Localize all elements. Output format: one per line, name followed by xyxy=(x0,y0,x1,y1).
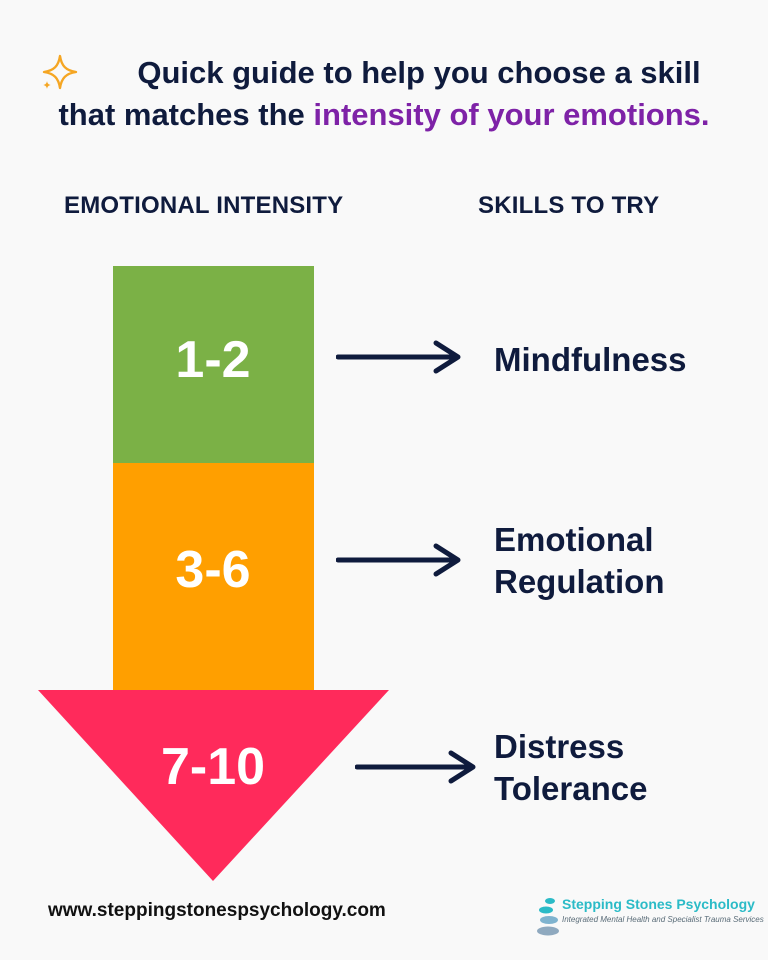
arrow-right-icon xyxy=(336,340,461,374)
column-header-skills: SKILLS TO TRY xyxy=(478,192,660,219)
skill-line: Mindfulness xyxy=(494,341,687,378)
skill-mindfulness: Mindfulness xyxy=(494,339,687,381)
headline-accent: intensity of your emotions. xyxy=(313,97,710,132)
skill-line: Tolerance xyxy=(494,770,648,807)
arrow-right-icon xyxy=(336,543,461,577)
intensity-segment-low xyxy=(113,266,314,464)
headline: Quick guide to help you choose a skill t… xyxy=(0,52,768,136)
headline-line-2: that matches the intensity of your emoti… xyxy=(0,94,768,136)
skill-distress-tolerance: Distress Tolerance xyxy=(494,726,647,810)
skill-line: Distress xyxy=(494,728,625,765)
column-header-intensity: EMOTIONAL INTENSITY xyxy=(64,192,344,219)
brand-name: Stepping Stones Psychology xyxy=(562,896,755,912)
skill-emotional-regulation: Emotional Regulation xyxy=(494,519,665,603)
website-url[interactable]: www.steppingstonespsychology.com xyxy=(48,900,386,921)
sparkle-icon xyxy=(42,54,78,90)
stepping-stones-icon xyxy=(537,898,559,936)
intensity-segment-high xyxy=(38,690,389,881)
arrow-right-icon xyxy=(355,750,476,784)
skill-line: Regulation xyxy=(494,563,665,600)
brand-tagline: Integrated Mental Health and Specialist … xyxy=(562,915,764,924)
intensity-segment-medium xyxy=(113,463,314,693)
headline-prefix: that matches the xyxy=(58,97,314,132)
intensity-label-low: 1-2 xyxy=(175,331,251,389)
intensity-label-high: 7-10 xyxy=(160,738,266,796)
headline-line-1: Quick guide to help you choose a skill xyxy=(137,55,701,90)
intensity-label-medium: 3-6 xyxy=(175,541,251,599)
skill-line: Emotional xyxy=(494,521,654,558)
brand-logo: Stepping Stones Psychology Integrated Me… xyxy=(536,895,764,939)
